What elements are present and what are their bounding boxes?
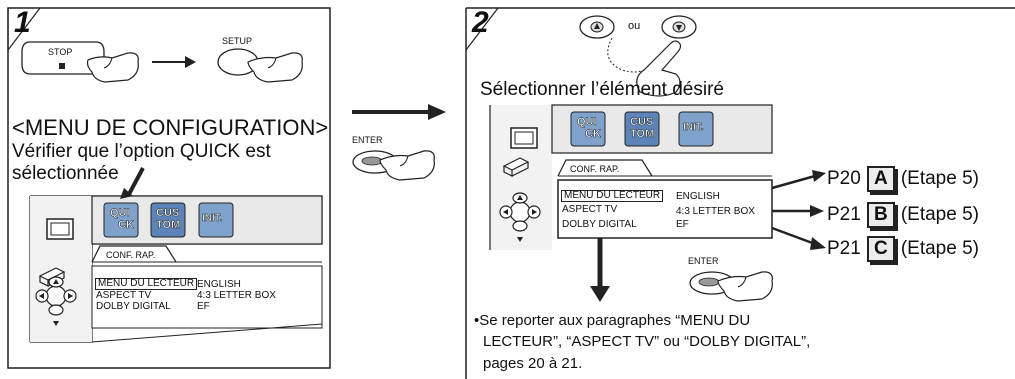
- pointer-arrow-icon: [126, 167, 145, 197]
- menu-title: <MENU DE CONFIGURATION>: [12, 115, 329, 140]
- note-line2: LECTEUR”, “ASPECT TV” ou “DOLBY DIGITAL”…: [483, 333, 811, 350]
- tab-label: CONF. RAP.: [570, 164, 620, 174]
- quick-icon: QUI CK: [577, 116, 601, 141]
- setup-label: SETUP: [222, 36, 253, 46]
- hand-icon: [379, 150, 435, 181]
- quick-icon-top: QUI: [110, 207, 130, 220]
- custom-icon-bottom: TOM: [630, 128, 655, 141]
- custom-icon-top: CUS: [156, 207, 180, 220]
- panel1-frame: [7, 7, 331, 369]
- custom-icon-bottom: TOM: [156, 219, 181, 232]
- menu-row-label: MENU DU LECTEUR: [561, 190, 664, 202]
- hand-icon: [717, 271, 773, 302]
- menu-row-label: DOLBY DIGITAL: [96, 301, 171, 312]
- ou-label: ou: [628, 20, 641, 32]
- step-number: 2: [472, 6, 489, 39]
- quick-icon-tile: [103, 202, 139, 238]
- dpad-icon: [35, 276, 77, 326]
- ref-letter-badge: C: [866, 236, 895, 262]
- note-line1: •Se reporter aux paragraphes “MENU DU: [474, 312, 751, 329]
- init-icon: INIT.: [683, 122, 704, 133]
- custom-icon-top: CUS: [630, 116, 654, 129]
- quick-icon-bottom: CK: [585, 128, 601, 141]
- ref-letter-badge: A: [866, 166, 895, 192]
- menu-row-value: EF: [197, 301, 210, 312]
- dpad-icon: [499, 192, 541, 242]
- menu-row-label: ASPECT TV: [96, 290, 152, 301]
- quick-icon-bottom: CK: [118, 219, 134, 232]
- menu-row-value: ENGLISH: [676, 191, 720, 202]
- down-arrow-icon: [676, 25, 682, 31]
- custom-icon-tile: [624, 111, 660, 147]
- quick-icon-tile: [570, 111, 606, 147]
- hand-icon: [86, 52, 139, 83]
- quick-icon-top: QUI: [577, 116, 597, 129]
- custom-icon-tile: [150, 202, 186, 238]
- custom-icon: CUS TOM: [156, 207, 181, 232]
- ref-letter-badge: B: [866, 202, 895, 228]
- menu-row-label: MENU DU LECTEUR: [95, 278, 198, 290]
- stop-label: STOP: [48, 47, 73, 57]
- panel2-frame: [465, 7, 1015, 379]
- menu-row-value: 4:3 LETTER BOX: [197, 290, 276, 301]
- menu-row-label: ASPECT TV: [562, 204, 618, 215]
- init-icon-tile: [198, 202, 234, 238]
- menu-row-label: DOLBY DIGITAL: [562, 219, 637, 230]
- ref-arrow-c: [771, 226, 816, 246]
- tab-label: CONF. RAP.: [106, 250, 156, 260]
- menu-row-value: EF: [676, 219, 689, 230]
- ref-arrow-a: [771, 174, 816, 190]
- init-icon: INIT.: [202, 213, 223, 224]
- select-text: Sélectionner l’élément désiré: [480, 79, 724, 100]
- custom-icon: CUS TOM: [630, 116, 655, 141]
- stop-square-icon: [59, 63, 65, 69]
- up-arrow-icon: [594, 23, 600, 29]
- enter-label: ENTER: [688, 256, 719, 266]
- step-number: 1: [14, 6, 31, 39]
- quick-icon: QUI CK: [110, 207, 134, 232]
- init-icon-tile: [678, 111, 714, 147]
- hand-icon: [247, 52, 303, 83]
- instruction-line2: sélectionnée: [12, 163, 119, 184]
- menu-row-value: 4:3 LETTER BOX: [676, 206, 755, 217]
- menu-row-value: ENGLISH: [197, 279, 241, 290]
- enter-label: ENTER: [352, 135, 383, 145]
- instruction-line1: Vérifier que l’option QUICK est: [12, 141, 271, 162]
- note-line3: pages 20 à 21.: [483, 355, 583, 372]
